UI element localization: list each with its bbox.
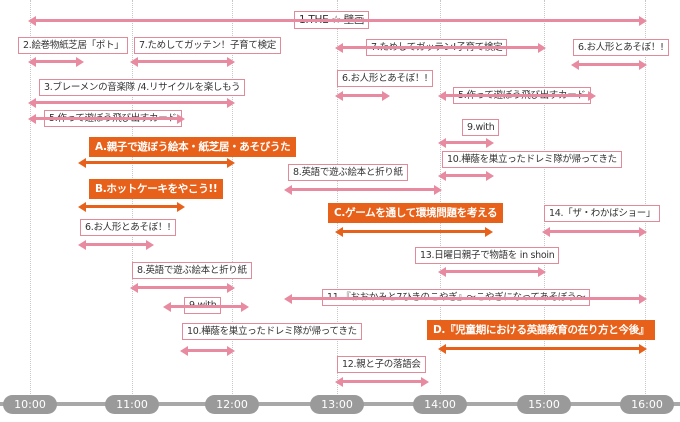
event-label[interactable]: 7.ためしてガッテン！子育て検定 bbox=[134, 37, 281, 54]
event-label[interactable]: 6.お人形とあそぼ！! bbox=[573, 39, 669, 56]
event-label[interactable]: 13.日曜日親子で物語を in shoin bbox=[415, 247, 560, 264]
event-label[interactable]: 8.英語で遊ぶ絵本と折り紙 bbox=[288, 164, 408, 181]
event-label[interactable]: 14.「ザ・わかばショー」 bbox=[544, 205, 661, 222]
event-label[interactable]: 6.お人形とあそぼ！! bbox=[337, 70, 433, 87]
time-axis-tick: 10:00 bbox=[3, 395, 57, 414]
highlight-event-label[interactable]: B.ホットケーキをやこう!! bbox=[89, 179, 224, 199]
event-label[interactable]: 9.with bbox=[462, 119, 500, 136]
time-axis-tick: 11:00 bbox=[105, 395, 159, 414]
time-axis-tick: 15:00 bbox=[517, 395, 571, 414]
event-label[interactable]: 12.親と子の落語会 bbox=[337, 356, 426, 373]
event-label[interactable]: 6.お人形とあそぼ！! bbox=[80, 219, 176, 236]
gridline-1200 bbox=[232, 0, 233, 402]
highlight-event-label[interactable]: D.『児童期における英語教育の在り方と今後』 bbox=[427, 320, 656, 340]
event-label[interactable]: 2.絵巻物紙芝居「ポト」 bbox=[18, 37, 129, 54]
time-axis-tick: 14:00 bbox=[413, 395, 467, 414]
gridline-1000 bbox=[30, 0, 31, 402]
time-axis-tick: 16:00 bbox=[620, 395, 674, 414]
time-axis-tick: 13:00 bbox=[310, 395, 364, 414]
event-label[interactable]: 8.英語で遊ぶ絵本と折り紙 bbox=[132, 262, 252, 279]
gridline-1400 bbox=[440, 0, 441, 402]
gridline-1500 bbox=[544, 0, 545, 402]
highlight-event-label[interactable]: C.ゲームを通して環境問題を考える bbox=[328, 203, 504, 223]
gridline-1300 bbox=[337, 0, 338, 402]
highlight-event-label[interactable]: A.親子で遊ぼう絵本・紙芝居・あそびうた bbox=[89, 137, 297, 157]
event-label[interactable]: 3.ブレーメンの音楽隊 /4.リサイクルを楽しもう bbox=[39, 79, 246, 96]
time-axis-tick: 12:00 bbox=[205, 395, 259, 414]
gridline-1100 bbox=[132, 0, 133, 402]
event-label[interactable]: 10.樺蔭を巣立ったドレミ隊が帰ってきた bbox=[182, 323, 362, 340]
event-label[interactable]: 10.樺蔭を巣立ったドレミ隊が帰ってきた bbox=[442, 151, 622, 168]
gridline-1600 bbox=[645, 0, 646, 402]
